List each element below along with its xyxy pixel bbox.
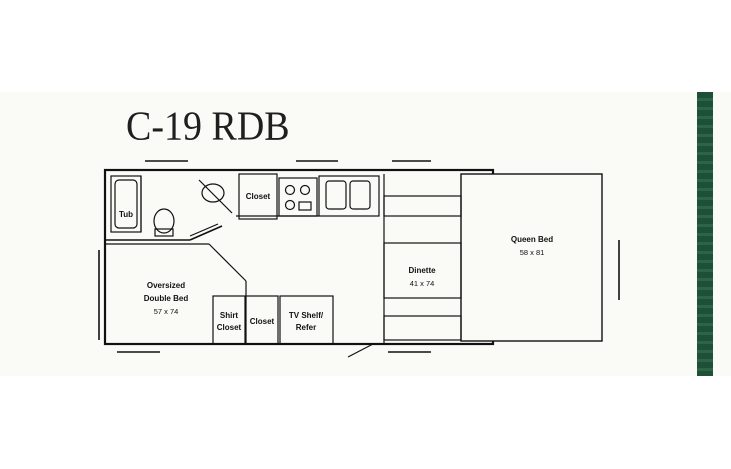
closet-top-label: Closet (246, 192, 271, 201)
dinette-table (383, 242, 462, 299)
toilet (153, 208, 175, 234)
tv-shelf (279, 295, 334, 345)
shirt-closet (212, 295, 246, 345)
sink-basin (325, 180, 347, 210)
shirt-closet-label: Shirt (220, 311, 239, 320)
toilet-tank (154, 228, 174, 237)
bedroom-wall (208, 243, 247, 282)
dinette-label: Dinette (408, 266, 436, 275)
tub-basin (114, 179, 138, 229)
burner (299, 184, 311, 196)
queen-bed (460, 173, 603, 342)
bath-sink (201, 183, 225, 203)
tv-shelf-label: Refer (296, 323, 316, 332)
bath-door (189, 223, 219, 237)
entry-door (347, 343, 374, 358)
dinette-seat-top (383, 195, 462, 217)
floorplan-title: C-19 RDB (126, 104, 290, 150)
background-band (0, 92, 731, 376)
binder-stripe (697, 92, 713, 376)
oversized-bed-size: 57 x 74 (154, 307, 179, 316)
sink-basin (349, 180, 371, 210)
queen-bed-size: 58 x 81 (520, 248, 545, 257)
oversized-bed-label: Oversized (147, 281, 185, 290)
closet-bottom (245, 295, 279, 345)
closet-top-box (238, 173, 278, 220)
dinette-size: 41 x 74 (410, 279, 435, 288)
closet-bottom-label: Closet (250, 317, 275, 326)
bath-door (189, 225, 223, 241)
dinette-seat-bottom (383, 315, 462, 341)
burner (284, 199, 296, 211)
burner (284, 184, 296, 196)
queen-bed-label: Queen Bed (511, 235, 553, 244)
oversized-bed-label: Double Bed (144, 294, 189, 303)
kitchen-counter (318, 175, 380, 217)
tv-shelf-label: TV Shelf/ (289, 311, 324, 320)
bath-counter (198, 179, 233, 214)
stove-control (298, 201, 312, 211)
tub-label: Tub (119, 210, 133, 219)
shirt-closet-label: Closet (217, 323, 242, 332)
